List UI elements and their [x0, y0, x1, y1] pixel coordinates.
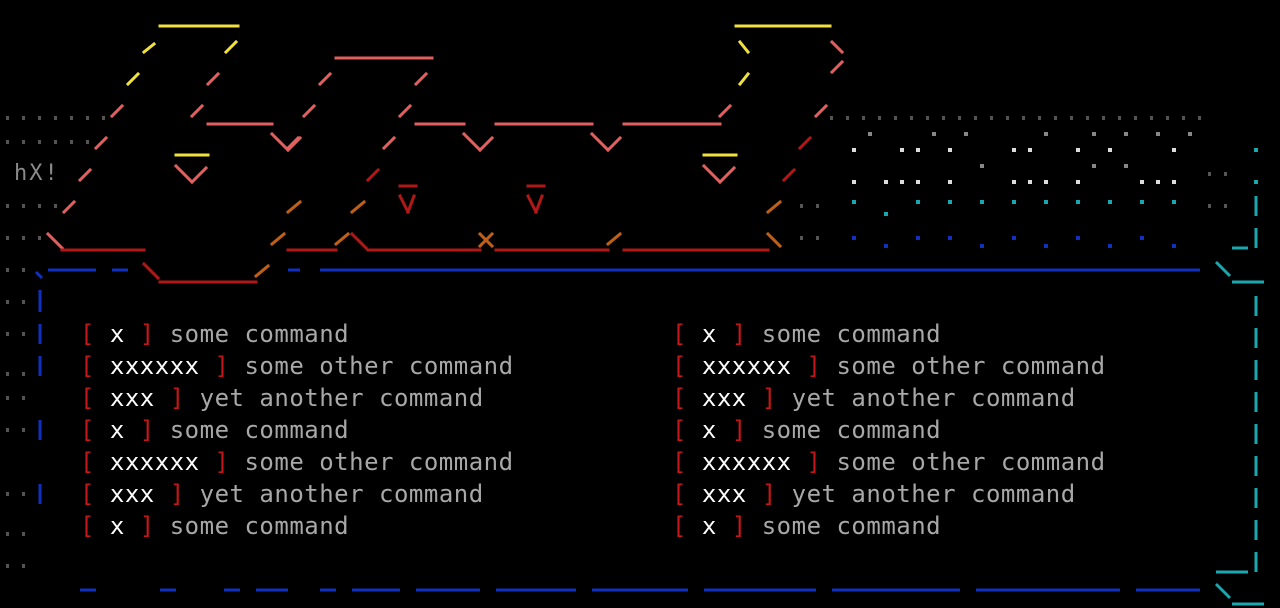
close-bracket: ]: [199, 352, 245, 380]
command-key: x: [109, 512, 125, 540]
command-key: xxxxxx: [701, 448, 792, 476]
command-label: some other command: [836, 448, 1106, 476]
command-label: some command: [169, 320, 350, 348]
open-bracket: [: [80, 448, 110, 476]
close-bracket: ]: [791, 352, 837, 380]
menu-item-right-1[interactable]: [ x ] some command: [672, 318, 1106, 350]
command-label: some command: [169, 512, 350, 540]
tag-label: hX!: [14, 161, 60, 186]
close-bracket: ]: [124, 320, 170, 348]
open-bracket: [: [672, 384, 702, 412]
open-bracket: [: [80, 512, 110, 540]
close-bracket: ]: [746, 384, 792, 412]
command-label: yet another command: [199, 480, 484, 508]
menu-item-right-4[interactable]: [ x ] some command: [672, 414, 1106, 446]
open-bracket: [: [80, 320, 110, 348]
open-bracket: [: [80, 416, 110, 444]
logo-strokes: [45, 24, 845, 284]
open-bracket: [: [672, 320, 702, 348]
close-bracket: ]: [199, 448, 245, 476]
open-bracket: [: [672, 416, 702, 444]
open-bracket: [: [672, 512, 702, 540]
command-key: xxxxxx: [109, 352, 200, 380]
command-label: some other command: [836, 352, 1106, 380]
close-bracket: ]: [746, 480, 792, 508]
open-bracket: [: [80, 480, 110, 508]
command-menu-right: [ x ] some command[ xxxxxx ] some other …: [672, 318, 1106, 542]
close-bracket: ]: [716, 416, 762, 444]
open-bracket: [: [80, 384, 110, 412]
command-key: xxxxxx: [701, 352, 792, 380]
menu-item-left-6[interactable]: [ xxx ] yet another command: [80, 478, 514, 510]
frame-blue: [34, 268, 1200, 592]
close-bracket: ]: [716, 512, 762, 540]
dot-cluster-right: [852, 132, 1258, 248]
menu-item-right-7[interactable]: [ x ] some command: [672, 510, 1106, 542]
command-key: x: [701, 512, 717, 540]
command-label: some command: [761, 512, 942, 540]
menu-item-right-2[interactable]: [ xxxxxx ] some other command: [672, 350, 1106, 382]
menu-item-left-5[interactable]: [ xxxxxx ] some other command: [80, 446, 514, 478]
command-key: xxx: [701, 480, 747, 508]
open-bracket: [: [672, 352, 702, 380]
menu-item-left-4[interactable]: [ x ] some command: [80, 414, 514, 446]
command-key: x: [701, 320, 717, 348]
command-key: xxx: [701, 384, 747, 412]
command-key: xxxxxx: [109, 448, 200, 476]
frame-cyan: [1214, 196, 1264, 606]
close-bracket: ]: [124, 512, 170, 540]
command-label: some command: [761, 320, 942, 348]
command-key: xxx: [109, 384, 155, 412]
close-bracket: ]: [154, 480, 200, 508]
menu-item-right-5[interactable]: [ xxxxxx ] some other command: [672, 446, 1106, 478]
dot-grid-right: [800, 116, 1227, 240]
open-bracket: [: [80, 352, 110, 380]
command-menu-left: [ x ] some command[ xxxxxx ] some other …: [80, 318, 514, 542]
command-key: x: [109, 416, 125, 444]
command-label: yet another command: [791, 480, 1076, 508]
open-bracket: [: [672, 448, 702, 476]
command-key: x: [109, 320, 125, 348]
command-label: some other command: [244, 352, 514, 380]
command-label: some command: [169, 416, 350, 444]
close-bracket: ]: [791, 448, 837, 476]
menu-item-left-2[interactable]: [ xxxxxx ] some other command: [80, 350, 514, 382]
command-key: x: [701, 416, 717, 444]
menu-item-right-3[interactable]: [ xxx ] yet another command: [672, 382, 1106, 414]
menu-item-left-3[interactable]: [ xxx ] yet another command: [80, 382, 514, 414]
command-label: some command: [761, 416, 942, 444]
command-label: some other command: [244, 448, 514, 476]
menu-item-left-7[interactable]: [ x ] some command: [80, 510, 514, 542]
command-key: xxx: [109, 480, 155, 508]
command-label: yet another command: [199, 384, 484, 412]
close-bracket: ]: [716, 320, 762, 348]
dot-grid-left: [6, 116, 105, 568]
close-bracket: ]: [124, 416, 170, 444]
close-bracket: ]: [154, 384, 200, 412]
menu-item-right-6[interactable]: [ xxx ] yet another command: [672, 478, 1106, 510]
menu-item-left-1[interactable]: [ x ] some command: [80, 318, 514, 350]
open-bracket: [: [672, 480, 702, 508]
command-label: yet another command: [791, 384, 1076, 412]
